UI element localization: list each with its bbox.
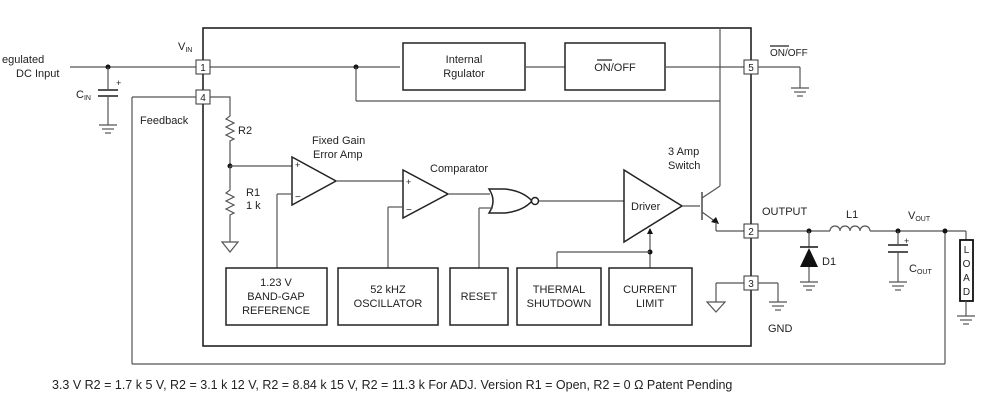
driver — [556, 168, 700, 268]
thermal-label-1: THERMAL — [533, 284, 586, 296]
caption: 3.3 V R2 = 1.7 k 5 V, R2 = 3.1 k 12 V, R… — [52, 378, 732, 392]
load-letter-a: A — [963, 273, 970, 284]
bandgap-label-1: 1.23 V — [260, 277, 292, 289]
erroramp-label-1: Fixed Gain — [312, 135, 365, 147]
cout-plus: + — [904, 236, 909, 246]
d1-label: D1 — [822, 256, 836, 268]
comparator-label: Comparator — [430, 163, 488, 175]
r2-label: R2 — [238, 125, 252, 137]
erroramp-minus: − — [295, 192, 301, 203]
oscillator-block — [337, 267, 439, 326]
cin-plus: + — [116, 78, 121, 88]
cout-capacitor — [888, 231, 908, 291]
load-letter-l: L — [964, 245, 970, 256]
output-label: OUTPUT — [762, 206, 808, 218]
comparator-minus: − — [406, 205, 412, 216]
input-wire — [70, 64, 400, 70]
pin-1-label: 1 — [200, 63, 206, 74]
comparator — [387, 168, 490, 268]
r1-resistor — [220, 166, 240, 253]
vin-label: VIN — [178, 41, 192, 54]
oscillator-label-2: OSCILLATOR — [354, 298, 423, 310]
pin3-grounds — [705, 282, 787, 313]
vout-label: VOUT — [908, 210, 931, 223]
r2-resistor — [210, 96, 236, 166]
r1-value: 1 k — [246, 200, 261, 212]
driver-label: Driver — [631, 201, 661, 213]
bandgap-label-3: REFERENCE — [242, 305, 310, 317]
pin-4-label: 4 — [200, 93, 206, 104]
l1-label: L1 — [846, 209, 858, 221]
internal-regulator-block — [402, 42, 526, 91]
thermal-shutdown-block — [516, 267, 602, 326]
pin-3-label: 3 — [748, 279, 754, 290]
current-limit-label-1: CURRENT — [623, 284, 677, 296]
cin-capacitor — [98, 67, 118, 134]
input-label-1: egulated — [2, 54, 44, 66]
pin5-ground — [758, 66, 809, 97]
on-off-pin-label: ON/OFF — [770, 48, 808, 59]
feedback-label: Feedback — [140, 115, 189, 127]
error-amp — [276, 155, 403, 268]
on-off-block-label: ON/OFF — [594, 62, 636, 74]
bandgap-label-2: BAND-GAP — [247, 291, 304, 303]
load-letter-o: O — [963, 259, 971, 270]
nor-gate — [478, 188, 624, 268]
pin-1 — [195, 59, 211, 75]
oscillator-label-1: 52 kHZ — [370, 284, 406, 296]
internal-regulator-label-2: Rgulator — [443, 68, 485, 80]
reset-block — [449, 267, 509, 326]
input-label-2: DC Input — [16, 68, 59, 80]
feedback-wire — [131, 96, 946, 365]
current-limit-block — [608, 267, 693, 326]
output-stage-wire — [758, 225, 966, 234]
gnd-label: GND — [768, 323, 793, 335]
on-off-block — [564, 42, 666, 91]
comparator-plus: + — [406, 177, 411, 187]
cin-label: CIN — [76, 89, 91, 102]
pin-2-label: 2 — [748, 227, 754, 238]
internal-regulator-label-1: Internal — [446, 54, 483, 66]
r1-label: R1 — [246, 187, 260, 199]
bandgap-reference-block — [225, 267, 328, 326]
switch-label-2: Switch — [668, 160, 700, 172]
reset-label: RESET — [461, 291, 498, 303]
load-resistor — [957, 231, 975, 325]
erroramp-label-2: Error Amp — [313, 149, 363, 161]
pin-5-label: 5 — [748, 63, 754, 74]
ic-outline — [202, 27, 752, 347]
erroramp-plus: + — [295, 160, 300, 170]
d1-diode — [800, 231, 818, 291]
current-limit-label-2: LIMIT — [636, 298, 664, 310]
load-letter-d: D — [963, 287, 970, 298]
switch-transistor — [355, 28, 744, 232]
switch-label-1: 3 Amp — [668, 146, 699, 158]
thermal-label-2: SHUTDOWN — [527, 298, 592, 310]
cout-label: COUT — [909, 263, 932, 276]
